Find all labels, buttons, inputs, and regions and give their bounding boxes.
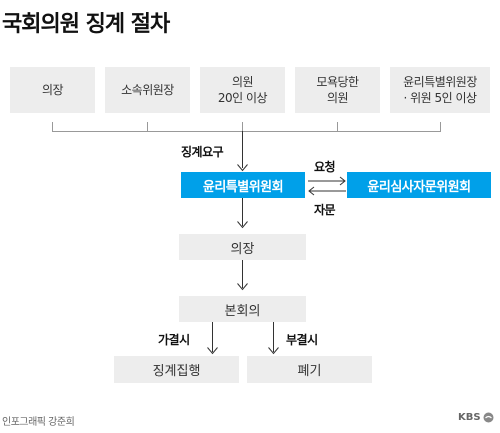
bracket-tick (52, 122, 53, 131)
flow-arrow-line (242, 260, 243, 288)
bracket-tick (337, 122, 338, 131)
discard-label: 폐기 (297, 364, 322, 379)
arrow-down-icon (237, 283, 248, 291)
kbs-logo: KBS (458, 412, 494, 423)
requester-ethics-chair-label: 윤리특별위원장 · 위원 5인 이상 (403, 75, 477, 105)
requester-insulted-member-label: 모욕당한 의원 (316, 75, 359, 105)
ethics-committee-label: 윤리특별위원회 (202, 179, 284, 195)
flow-arrow-line (242, 131, 243, 168)
requester-ethics-chair-box: 윤리특별위원장 · 위원 5인 이상 (390, 67, 490, 113)
kbs-logo-text: KBS (458, 412, 481, 423)
execution-box: 징계집행 (114, 356, 239, 383)
arrow-down-icon (237, 221, 248, 229)
ethics-committee-box: 윤리특별위원회 (181, 172, 305, 198)
requester-20-members-box: 의원 20인 이상 (200, 67, 285, 113)
arrow-down-icon (237, 164, 248, 172)
requester-insulted-member-box: 모욕당한 의원 (295, 67, 380, 113)
request-discipline-label: 징계요구 (181, 145, 224, 159)
ethics-advisory-label: 윤리심사자문위원회 (367, 179, 471, 195)
approved-label: 가결시 (158, 333, 190, 347)
flow-arrow-line (242, 198, 243, 226)
advice-label: 자문 (314, 203, 336, 217)
exchange-arrows-icon (308, 176, 346, 196)
speaker-box: 의장 (179, 234, 306, 260)
page-title: 국회의원 징계 절차 (2, 12, 170, 37)
bracket-tick (440, 122, 441, 131)
execution-label: 징계집행 (152, 364, 201, 379)
arrow-down-icon (268, 347, 279, 355)
rejected-arrow-line (273, 322, 274, 352)
requester-speaker-box: 의장 (10, 67, 95, 113)
arrow-down-icon (207, 347, 218, 355)
bracket-tick (147, 122, 148, 131)
rejected-label: 부결시 (286, 333, 318, 347)
plenary-label: 본회의 (224, 303, 261, 319)
credit-text: 인포그래픽 강준희 (2, 417, 75, 428)
discard-box: 폐기 (247, 356, 372, 383)
bracket-tick (242, 122, 243, 131)
requester-committee-chair-box: 소속위원장 (105, 67, 190, 113)
approved-arrow-line (212, 322, 213, 352)
bracket-line (52, 131, 441, 132)
plenary-box: 본회의 (179, 296, 306, 322)
requester-speaker-label: 의장 (41, 83, 64, 97)
requester-20-members-label: 의원 20인 이상 (217, 75, 268, 105)
speaker-label: 의장 (230, 241, 255, 257)
requester-committee-chair-label: 소속위원장 (121, 83, 174, 97)
kbs-logo-icon (483, 412, 494, 423)
ethics-advisory-box: 윤리심사자문위원회 (347, 172, 491, 198)
request-label: 요청 (314, 160, 336, 174)
